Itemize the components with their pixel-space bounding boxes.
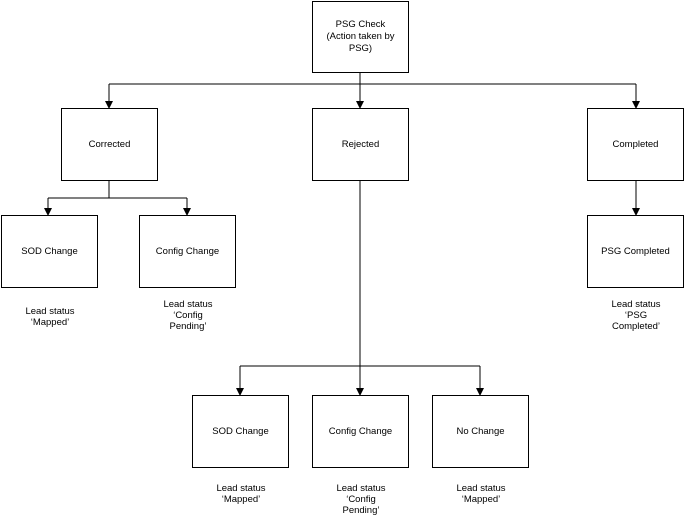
note-rejected-no: Lead status ‘Mapped’ (426, 483, 536, 505)
note-line: ‘Mapped’ (461, 494, 501, 505)
node-psg-completed: PSG Completed (587, 215, 684, 288)
node-corrected: Corrected (61, 108, 158, 181)
note-line: ‘Config (173, 310, 203, 321)
note-line: Lead status (216, 483, 266, 494)
node-rejected: Rejected (312, 108, 409, 181)
node-completed: Completed (587, 108, 684, 181)
note-line: Pending’ (169, 321, 207, 332)
note-corrected-config: Lead status ‘Config Pending’ (133, 299, 243, 332)
note-line: Lead status (336, 483, 386, 494)
note-line: ‘PSG (624, 310, 648, 321)
note-line: Lead status (25, 306, 75, 317)
note-rejected-sod: Lead status ‘Mapped’ (186, 483, 296, 505)
note-psg-completed: Lead status ‘PSG Completed’ (581, 299, 685, 332)
node-psg-check: PSG Check (Action taken by PSG) (312, 1, 409, 73)
note-line: ‘Config (346, 494, 376, 505)
node-corrected-sod-change: SOD Change (1, 215, 98, 288)
note-rejected-config: Lead status ‘Config Pending’ (306, 483, 416, 516)
node-corrected-config-change: Config Change (139, 215, 236, 288)
node-rejected-sod-change: SOD Change (192, 395, 289, 468)
note-line: Completed’ (611, 321, 661, 332)
note-line: Lead status (163, 299, 213, 310)
note-line: Lead status (456, 483, 506, 494)
node-rejected-config-change: Config Change (312, 395, 409, 468)
note-corrected-sod: Lead status ‘Mapped’ (0, 306, 105, 328)
node-rejected-no-change: No Change (432, 395, 529, 468)
note-line: Lead status (611, 299, 661, 310)
note-line: Pending’ (342, 505, 380, 516)
note-line: ‘Mapped’ (221, 494, 261, 505)
note-line: ‘Mapped’ (30, 317, 70, 328)
